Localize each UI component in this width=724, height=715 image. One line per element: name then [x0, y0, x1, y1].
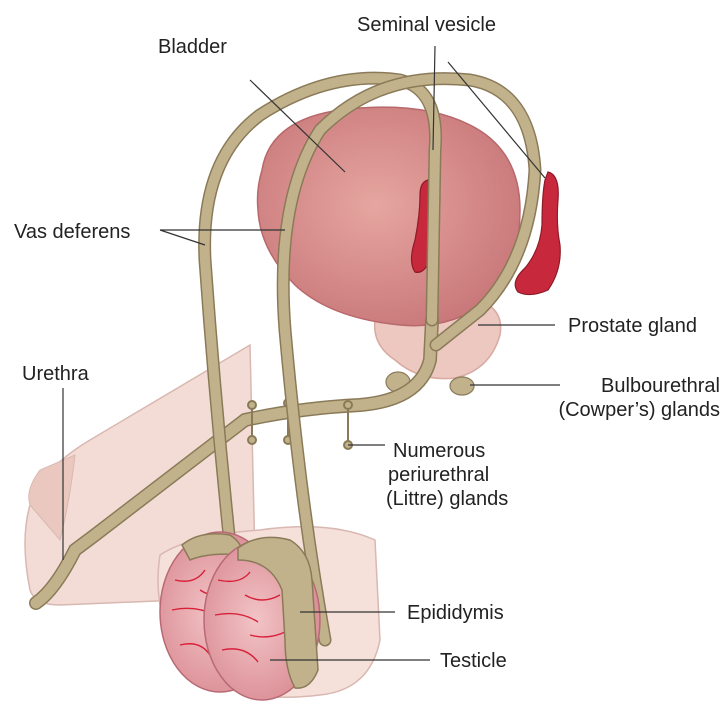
label-bladder: Bladder [158, 36, 227, 58]
label-periurethral-line2: periurethral [388, 464, 489, 486]
label-periurethral-line3: (Littre) glands [386, 488, 508, 510]
label-prostate-gland: Prostate gland [568, 315, 697, 337]
label-periurethral-line1: Numerous [393, 440, 485, 462]
label-testicle: Testicle [440, 650, 507, 672]
label-urethra: Urethra [22, 363, 89, 385]
label-bulbourethral-line2: (Cowper’s) glands [558, 399, 720, 421]
label-vas-deferens: Vas deferens [14, 221, 130, 243]
bladder-shape [258, 107, 521, 326]
label-bulbourethral-line1: Bulbourethral [601, 375, 720, 397]
label-epididymis: Epididymis [407, 602, 504, 624]
label-seminal-vesicle: Seminal vesicle [357, 14, 496, 36]
